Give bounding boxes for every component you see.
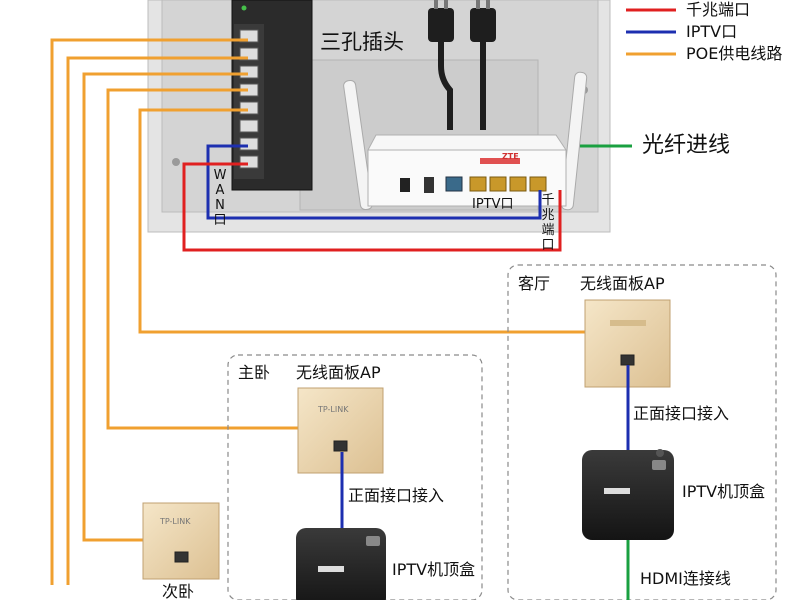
master-ap-brand: TP-LINK: [318, 405, 349, 414]
power-cord: [438, 42, 453, 130]
master-bedroom-zone: [227, 354, 483, 600]
cabinet-screw: [172, 158, 180, 166]
poe-line-2: [66, 56, 248, 585]
legend: [626, 8, 676, 56]
fiber-label: 光纤进线: [642, 133, 731, 158]
master-bedroom-iptv-box: [296, 528, 386, 600]
switch-port: [239, 155, 259, 169]
second-bedroom-title: 次卧: [162, 582, 195, 600]
master-bedroom-ap-label: 无线面板AP: [296, 363, 381, 382]
router-logo: ZTE: [502, 152, 519, 161]
poe-lines: [50, 38, 585, 585]
wan-port-label: WAN口: [213, 168, 227, 228]
legend-label-iptv: IPTV口: [686, 22, 738, 41]
switch-port: [239, 119, 259, 133]
plug-pin: [486, 0, 490, 9]
ap-logo-mark: [610, 320, 646, 326]
stb-body: [582, 450, 674, 540]
switch-power-led: [241, 5, 247, 11]
ap-lan-port: [333, 440, 348, 452]
router-lan-port: [509, 176, 527, 192]
plug-pin: [434, 0, 438, 9]
living-room-ap-label: 无线面板AP: [580, 274, 665, 293]
master-bedroom-title: 主卧: [238, 363, 271, 382]
router-top: [367, 134, 567, 151]
plug-head: [428, 8, 454, 42]
hdmi-label: HDMI连接线: [640, 569, 731, 588]
legend-label-poe: POE供电线路: [686, 44, 783, 63]
living-room-stb-label: IPTV机顶盒: [682, 482, 766, 501]
poe-line-second-bedroom: [82, 72, 248, 542]
router-lan-port: [469, 176, 487, 192]
ap-lan-port: [174, 551, 189, 563]
plug-pin: [476, 0, 480, 9]
gigabit-port-label: 千兆端口: [541, 193, 555, 253]
poe-line-living-room: [138, 108, 585, 334]
master-bedroom-stb-label: IPTV机顶盒: [392, 560, 476, 579]
stb-logo: [604, 488, 630, 494]
power-plug-left: [428, 0, 454, 130]
network-switch: [231, 0, 313, 191]
power-plug-right: [470, 0, 496, 130]
switch-port: [239, 65, 259, 79]
stb-badge: [652, 460, 666, 470]
switch-port: [239, 101, 259, 115]
second-bedroom-ap: [142, 502, 220, 580]
stb-badge: [366, 536, 380, 546]
router-brand-stripe: [480, 158, 520, 164]
router-lan-port: [529, 176, 547, 192]
router-power-jack: [400, 178, 410, 192]
router-antenna-left: [343, 79, 373, 211]
stb-body: [296, 528, 386, 600]
switch-port: [239, 137, 259, 151]
stb-power-button: [656, 449, 664, 457]
plug-pin: [444, 0, 448, 9]
gigabit-line: [182, 162, 562, 252]
router-button: [424, 177, 434, 193]
living-room-front-port-label: 正面接口接入: [633, 404, 730, 423]
iptv-line: [206, 144, 542, 220]
ap-lan-port: [620, 354, 635, 366]
iptv-port-label: IPTV口: [472, 197, 514, 212]
stb-logo: [318, 566, 344, 572]
ap-panel: [142, 502, 220, 580]
living-room-title: 客厅: [518, 274, 551, 293]
optical-router: [343, 71, 588, 211]
router-antenna-right: [560, 71, 588, 211]
distribution-cabinet: [147, 0, 611, 233]
poe-line-master-bedroom: [106, 88, 298, 430]
router-lan-port: [489, 176, 507, 192]
plug-label: 三孔插头: [320, 30, 404, 54]
router-phone-port: [445, 176, 463, 192]
master-bedroom-front-port-label: 正面接口接入: [348, 486, 445, 505]
living-room-iptv-box: [582, 449, 674, 540]
second-ap-brand: TP-LINK: [160, 517, 191, 526]
plug-head: [470, 8, 496, 42]
poe-line-1: [50, 38, 248, 585]
legend-label-gigabit: 千兆端口: [686, 0, 751, 19]
